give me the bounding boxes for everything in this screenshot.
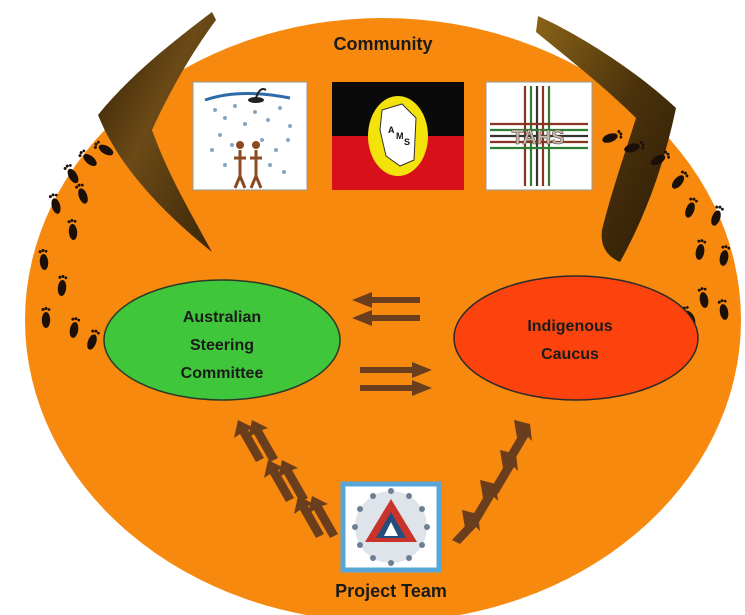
flag-letter-s: S [404,137,410,147]
arrow-caucus-to-committee [352,292,420,326]
community-label: Community [334,34,433,54]
right-node-line-1: Indigenous [527,318,612,335]
flag-letter-m: M [396,131,404,141]
boomerang-right-icon [536,16,676,262]
arrow-caucus-to-project-team [452,420,532,544]
tahs-logo: TAHS [485,81,593,191]
left-node-line-3: Committee [181,365,264,382]
aboriginal-flag-icon: A M S [332,82,464,190]
arrow-project-team-to-committee [234,420,338,538]
australian-steering-committee-node: Australian Steering Committee [103,279,341,401]
project-team-logo-icon [340,481,442,573]
arrow-committee-to-caucus [360,362,432,396]
flag-letter-a: A [388,125,395,135]
left-node-line-1: Australian [183,309,261,326]
project-team-label: Project Team [335,581,447,601]
community-logo-left [192,81,308,191]
left-node-line-2: Steering [190,337,254,354]
tahs-logo-text: TAHS [512,127,565,149]
indigenous-caucus-node: Indigenous Caucus [453,275,699,401]
right-node-line-2: Caucus [541,346,599,363]
boomerang-left-icon [98,12,216,252]
